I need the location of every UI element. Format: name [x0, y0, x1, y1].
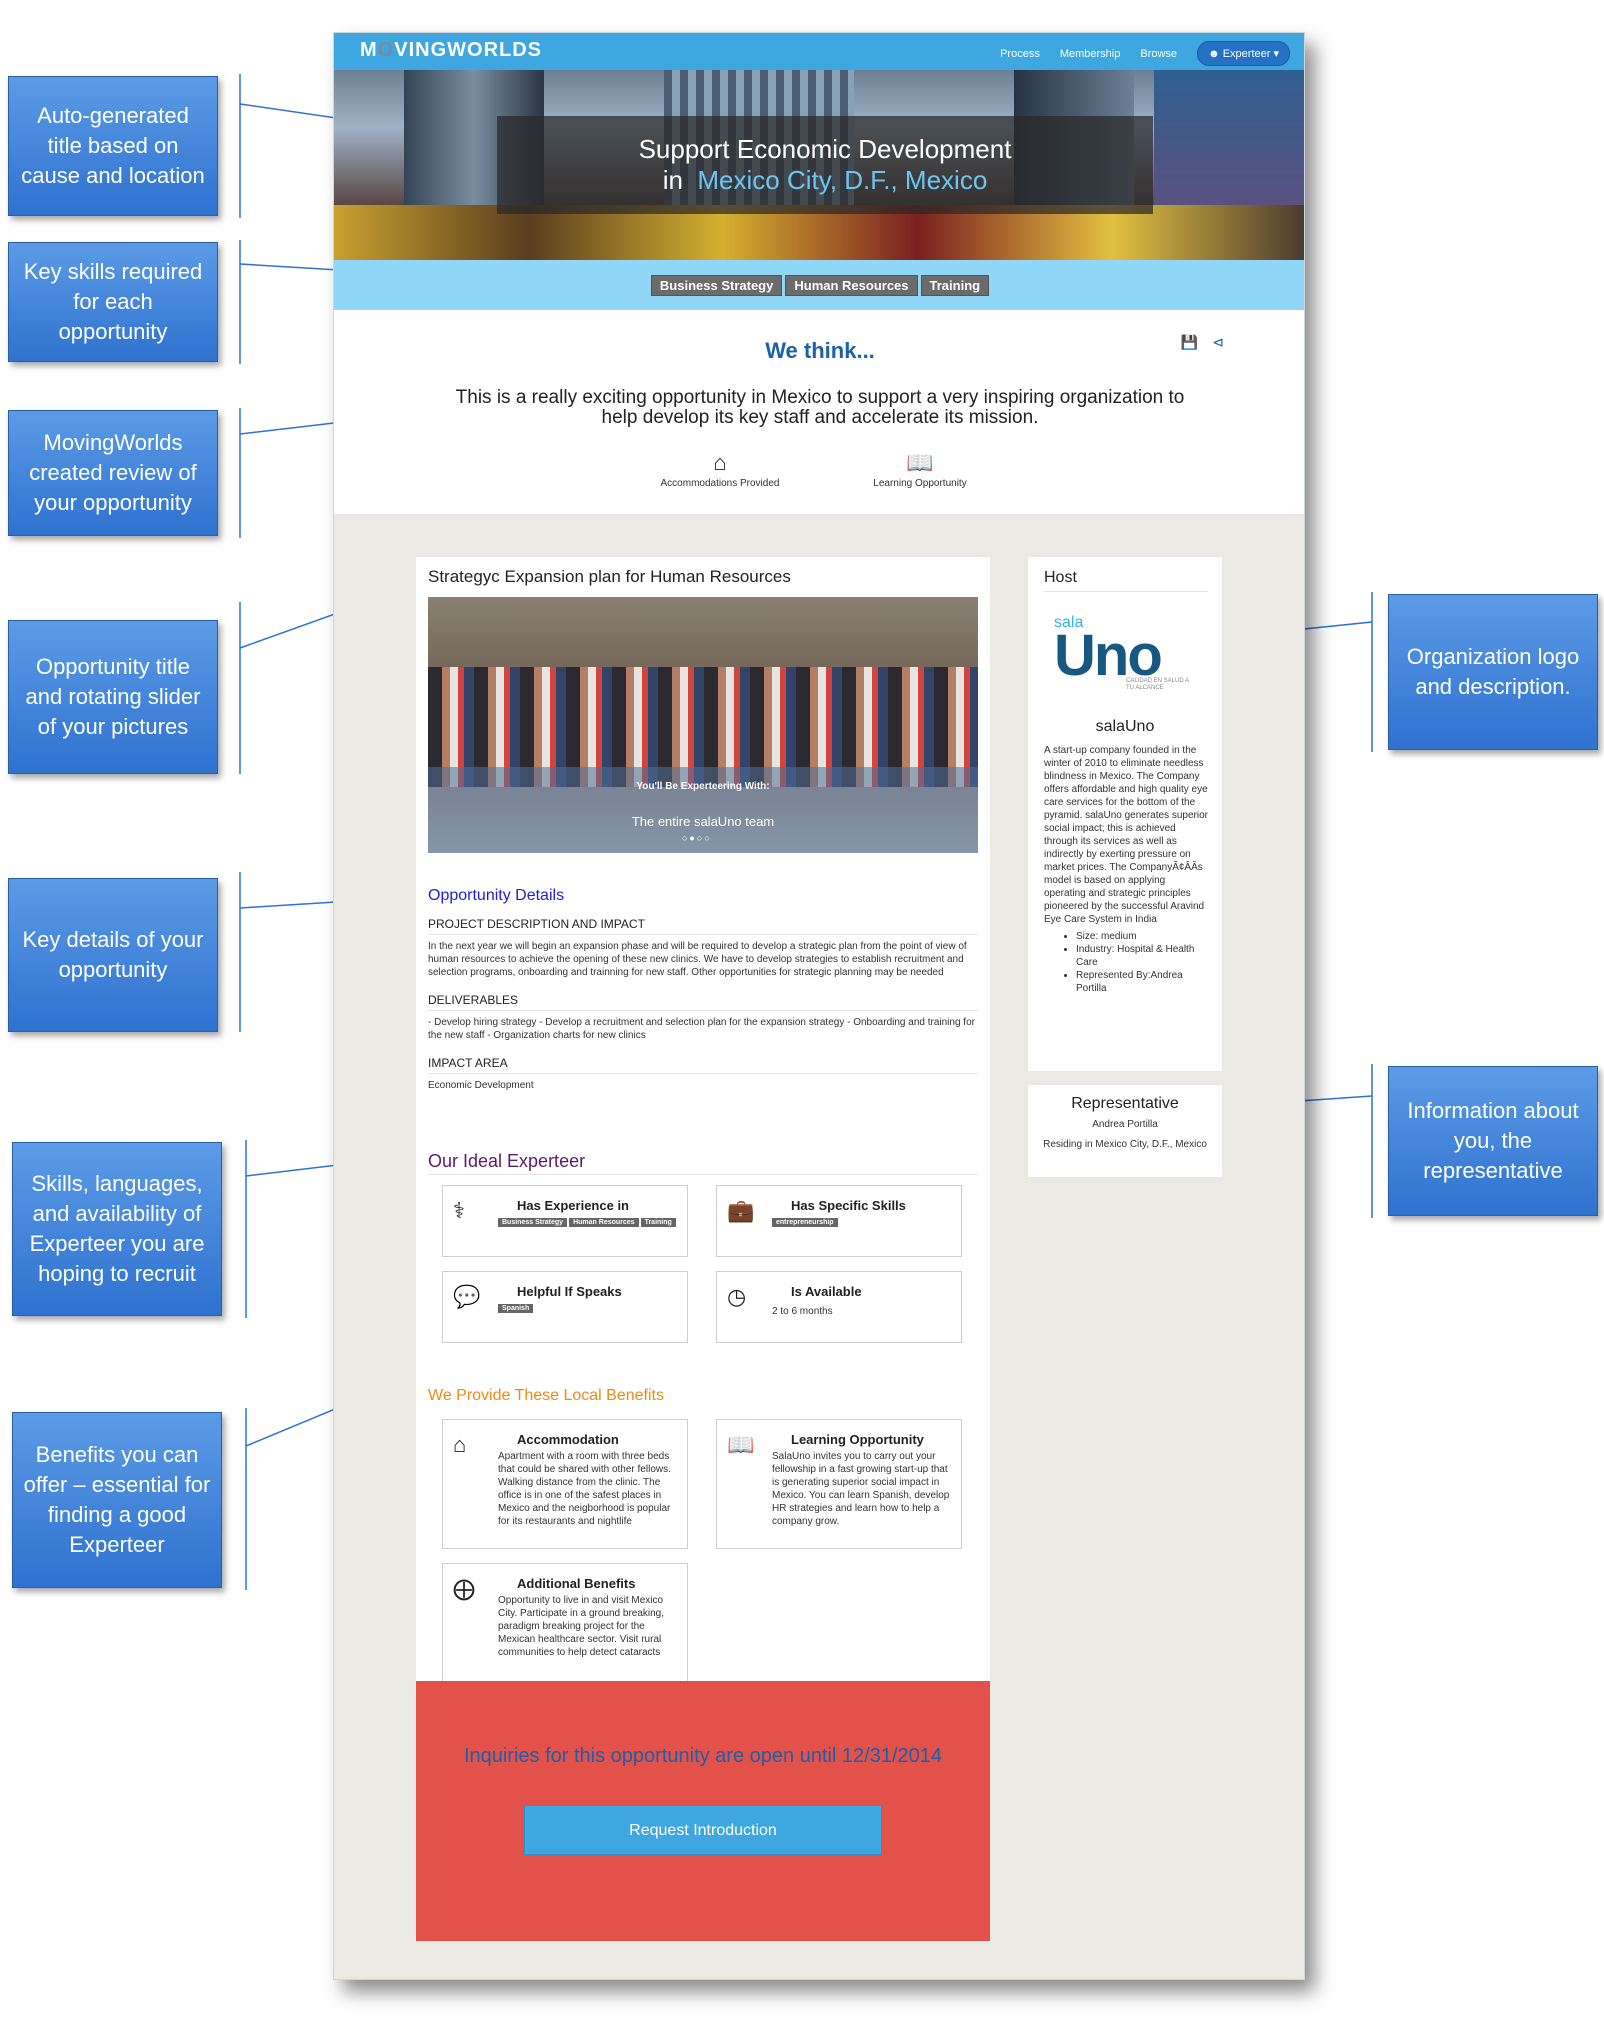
callout-auto-title: Auto-generated title based on cause and … — [8, 76, 218, 216]
we-think-section: 💾 ⊲ We think... This is a really excitin… — [334, 310, 1304, 514]
project-text: In the next year we will begin an expans… — [428, 941, 967, 978]
impact-text: Economic Development — [428, 1080, 534, 1091]
host-heading: Host — [1044, 569, 1208, 592]
nav-link-process[interactable]: Process — [1000, 47, 1040, 60]
ideal-heading: Our Ideal Experteer — [428, 1151, 586, 1171]
project-label: PROJECT DESCRIPTION AND IMPACT — [428, 917, 978, 935]
opportunity-details: Opportunity Details PROJECT DESCRIPTION … — [428, 887, 978, 1092]
availability-box: ◷ Is Available 2 to 6 months — [716, 1271, 962, 1343]
salauno-logo[interactable]: sala Uno CALIDAD EN SALUD A TU ALCANCE — [1054, 614, 1189, 691]
briefcase-icon: 💼 — [727, 1198, 755, 1223]
experience-tag: Business Strategy — [498, 1218, 568, 1227]
movingworlds-logo[interactable]: MOVINGWORLDS — [360, 39, 543, 61]
inquiry-deadline-text: Inquiries for this opportunity are open … — [463, 1745, 943, 1767]
org-fact-industry: Industry: Hospital & Health Care — [1076, 943, 1210, 969]
details-heading: Opportunity Details — [428, 887, 565, 904]
additional-text: Opportunity to live in and visit Mexico … — [498, 1595, 665, 1658]
accommodation-box: ⌂ Accommodation Apartment with a room wi… — [442, 1419, 688, 1549]
learning-box: 📖 Learning Opportunity SalaUno invites y… — [716, 1419, 962, 1549]
opportunity-main-card: Strategyc Expansion plan for Human Resou… — [416, 557, 990, 1693]
org-facts: Size: medium Industry: Hospital & Health… — [1076, 930, 1210, 995]
book-icon: 📖 — [727, 1432, 755, 1457]
perk-accommodations: ⌂ Accommodations Provided — [650, 450, 790, 489]
org-fact-size: Size: medium — [1076, 930, 1210, 943]
speaks-box: 💬 Helpful If Speaks Spanish — [442, 1271, 688, 1343]
hero-title-box: Support Economic Development in Mexico C… — [497, 116, 1153, 214]
home-icon: ⌂ — [453, 1432, 467, 1457]
user-icon: ☻ — [1208, 48, 1220, 60]
clock-icon: ◷ — [727, 1284, 747, 1309]
callout-org-logo: Organization logo and description. — [1388, 594, 1598, 750]
callout-review: MovingWorlds created review of your oppo… — [8, 410, 218, 536]
nav-link-membership[interactable]: Membership — [1059, 47, 1121, 60]
callout-ideal-experteer: Skills, languages, and availability of E… — [12, 1142, 222, 1316]
org-name: salaUno — [1095, 718, 1155, 735]
representative-heading: Representative — [1071, 1095, 1179, 1112]
opportunity-page: MOVINGWORLDS Process Membership Browse ☻… — [333, 32, 1305, 1980]
callout-key-skills: Key skills required for each opportunity — [8, 242, 218, 362]
experience-box: ⚕ Has Experience in Business Strategy Hu… — [442, 1185, 688, 1257]
perk-learning: 📖 Learning Opportunity — [850, 450, 990, 489]
book-icon: 📖 — [906, 450, 934, 475]
review-text: This is a really exciting opportunity in… — [455, 387, 1185, 428]
representative-card: Representative Andrea Portilla Residing … — [1028, 1085, 1222, 1177]
user-menu-button[interactable]: ☻ Experteer ▾ — [1197, 41, 1290, 66]
save-icon[interactable]: 💾 — [1180, 334, 1199, 350]
speech-bubble-icon: 💬 — [453, 1284, 481, 1309]
deliverables-text: - Develop hiring strategy - Develop a re… — [428, 1017, 975, 1041]
home-icon: ⌂ — [713, 450, 727, 475]
skills-box: 💼 Has Specific Skills entrepreneurship — [716, 1185, 962, 1257]
host-card: Host sala Uno CALIDAD EN SALUD A TU ALCA… — [1028, 557, 1222, 1071]
inquiry-cta: Inquiries for this opportunity are open … — [416, 1681, 990, 1941]
callout-opportunity-title: Opportunity title and rotating slider of… — [8, 620, 218, 774]
ideal-experteer-heading-row: Our Ideal Experteer — [428, 1151, 978, 1175]
representative-name: Andrea Portilla — [1092, 1119, 1158, 1130]
learning-text: SalaUno invites you to carry out your fe… — [772, 1451, 950, 1527]
we-think-heading: We think... — [765, 338, 875, 363]
callout-representative: Information about you, the representativ… — [1388, 1066, 1598, 1216]
hero-banner: Support Economic Development in Mexico C… — [334, 70, 1304, 260]
hero-title-location: Mexico City, D.F., Mexico — [697, 165, 988, 195]
plus-circle-icon: ⨁ — [453, 1576, 475, 1601]
experience-tag: Training — [640, 1218, 676, 1227]
skill-tag[interactable]: Human Resources — [785, 274, 918, 296]
caret-down-icon: ▾ — [1273, 48, 1279, 60]
photo-slider[interactable]: You'll Be Experteering With: The entire … — [428, 597, 978, 853]
opportunity-title: Strategyc Expansion plan for Human Resou… — [428, 567, 791, 586]
benefits-heading-row: We Provide These Local Benefits — [428, 1387, 978, 1405]
org-fact-representative: Represented By:Andrea Portilla — [1076, 969, 1210, 995]
skill-tag[interactable]: Training — [920, 274, 990, 296]
representative-residence: Residing in Mexico City, D.F., Mexico — [1043, 1139, 1207, 1150]
accommodation-text: Apartment with a room with three beds th… — [498, 1451, 671, 1527]
nav-link-browse[interactable]: Browse — [1140, 47, 1178, 60]
hero-title-cause: Support Economic Development — [638, 134, 1012, 164]
slider-dots[interactable]: ○●○○ — [682, 833, 712, 843]
org-description: A start-up company founded in the winter… — [1044, 745, 1208, 925]
deliverables-label: DELIVERABLES — [428, 993, 978, 1011]
callout-benefits: Benefits you can offer – essential for f… — [12, 1412, 222, 1588]
hero-title-prefix: in — [662, 165, 683, 195]
callout-key-details: Key details of your opportunity — [8, 878, 218, 1032]
availability-text: 2 to 6 months — [772, 1306, 833, 1317]
impact-label: IMPACT AREA — [428, 1056, 978, 1074]
skill-tag[interactable]: Business Strategy — [650, 274, 783, 296]
language-tag: Spanish — [498, 1304, 534, 1313]
experience-tag: Human Resources — [569, 1218, 639, 1227]
additional-benefits-box: ⨁ Additional Benefits Opportunity to liv… — [442, 1563, 688, 1693]
top-nav: MOVINGWORLDS Process Membership Browse ☻… — [334, 33, 1304, 70]
skills-bar: Business Strategy Human Resources Traini… — [334, 260, 1304, 310]
slider-caption-text: The entire salaUno team — [631, 814, 775, 829]
share-icon[interactable]: ⊲ — [1212, 334, 1224, 350]
request-introduction-button[interactable]: Request Introduction — [524, 1805, 882, 1855]
doctor-icon: ⚕ — [453, 1198, 465, 1223]
benefits-heading: We Provide These Local Benefits — [428, 1387, 664, 1404]
skill-specific-tag: entrepreneurship — [772, 1218, 838, 1227]
slider-caption-heading: You'll Be Experteering With: — [636, 781, 770, 792]
